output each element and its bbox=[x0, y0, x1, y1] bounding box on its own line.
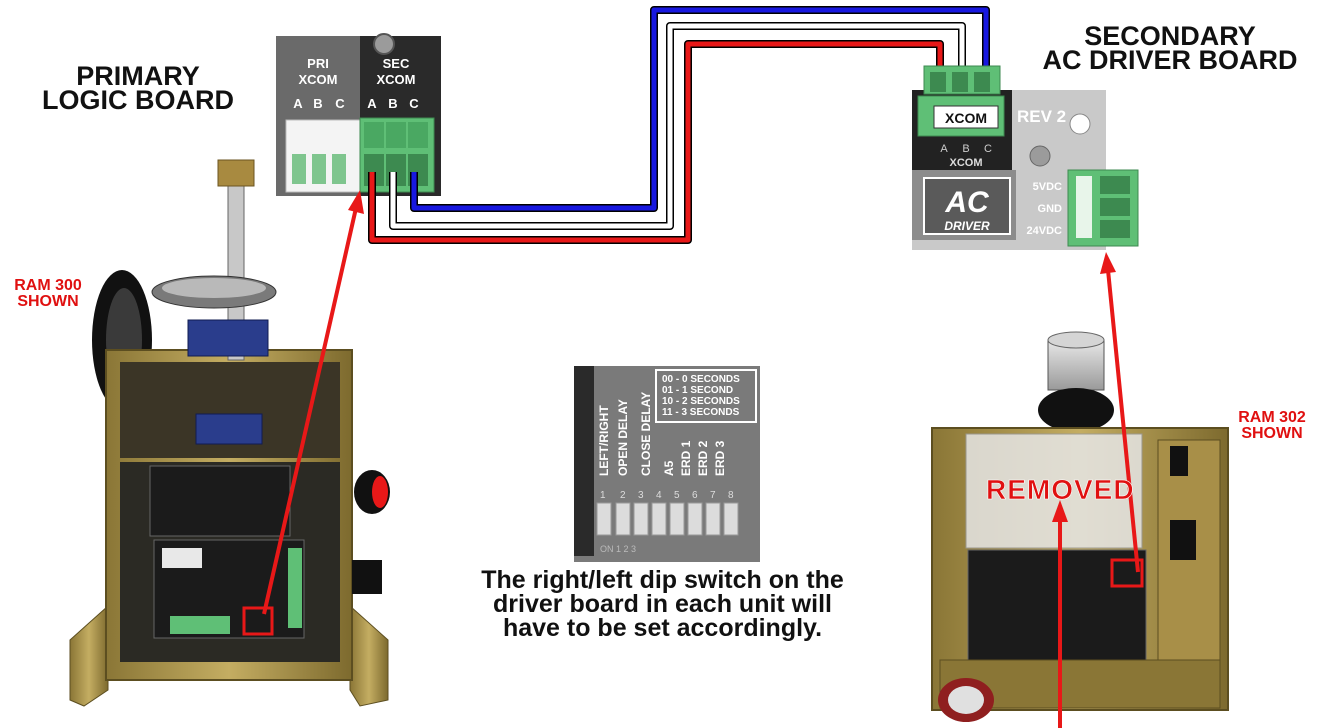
ac-driver-logo bbox=[923, 177, 1011, 235]
dip-label-erd1: ERD 1 bbox=[679, 440, 693, 476]
dip-timing-3: 11 - 3 SECONDS bbox=[662, 407, 740, 418]
label-24vdc: 24VDC bbox=[1027, 225, 1063, 237]
pri-label: PRI bbox=[307, 56, 329, 71]
dip-label-a5: A5 bbox=[662, 460, 676, 476]
dip-switch-7 bbox=[705, 502, 721, 536]
dip-label-open-delay: OPEN DELAY bbox=[616, 399, 630, 476]
screw-icon bbox=[1029, 145, 1051, 167]
secondary-board-title: SECONDARY AC DRIVER BOARD bbox=[1042, 21, 1298, 75]
dip-timing-2: 10 - 2 SECONDS bbox=[662, 396, 740, 407]
arrow-right-unit bbox=[1106, 269, 1140, 573]
dip-number: 7 bbox=[710, 490, 716, 501]
pin-label-b: B bbox=[962, 143, 969, 155]
dip-number: 2 bbox=[620, 490, 626, 501]
pin-label-b: B bbox=[313, 96, 322, 111]
primary-xcom-connector: PRI XCOM SEC XCOM A B C A B C bbox=[276, 33, 441, 196]
pin-label-a: A bbox=[293, 96, 303, 111]
logo-text-driver: DRIVER bbox=[944, 219, 990, 233]
wire-white bbox=[390, 23, 965, 229]
pin-label-c: C bbox=[984, 143, 992, 155]
dip-label-left-right: LEFT/RIGHT bbox=[597, 405, 611, 476]
pin-label-c: C bbox=[335, 96, 345, 111]
xcom-highlight-box bbox=[242, 606, 274, 636]
screw-icon bbox=[373, 33, 395, 55]
indicator-arrows bbox=[262, 190, 1140, 728]
pri-xcom-label: XCOM bbox=[299, 72, 338, 87]
dip-label-erd2: ERD 2 bbox=[696, 440, 710, 476]
xcom-bottom-label: XCOM bbox=[950, 157, 983, 169]
arrow-head-icon bbox=[1052, 500, 1068, 522]
ram302-operator-photo bbox=[931, 331, 1229, 722]
dip-number: 5 bbox=[674, 490, 680, 501]
dip-switch-2 bbox=[615, 502, 631, 536]
arrow-head-icon bbox=[1100, 252, 1116, 274]
label-gnd: GND bbox=[1038, 203, 1063, 215]
wire-red bbox=[369, 41, 943, 243]
xcom-highlight-box bbox=[1110, 558, 1144, 588]
secondary-xcom-connector: XCOM REV 2 A B C XCOM AC DRIVER 5VDC GND… bbox=[912, 65, 1139, 250]
pin-label-c: C bbox=[409, 96, 419, 111]
dip-switch-5 bbox=[669, 502, 685, 536]
dip-switch-bank bbox=[596, 502, 739, 536]
dip-switch-panel: 00 - 0 SECONDS 01 - 1 SECOND 10 - 2 SECO… bbox=[574, 366, 760, 562]
dip-number: 8 bbox=[728, 490, 734, 501]
sec-xcom-label: XCOM bbox=[377, 72, 416, 87]
removed-label: REMOVED bbox=[986, 474, 1135, 506]
dip-switch-8 bbox=[723, 502, 739, 536]
xcom-tag: XCOM bbox=[945, 110, 987, 126]
driver-board bbox=[149, 465, 291, 537]
mounting-hole-icon bbox=[1069, 113, 1091, 135]
primary-board-title: PRIMARY LOGIC BOARD bbox=[42, 61, 234, 115]
dip-switch-4 bbox=[651, 502, 667, 536]
pin-label-b: B bbox=[388, 96, 397, 111]
dip-number: 1 bbox=[600, 490, 606, 501]
xcom-cable bbox=[368, 6, 990, 244]
sec-label: SEC bbox=[383, 56, 410, 71]
dip-switch-1 bbox=[596, 502, 612, 536]
dip-timing-0: 00 - 0 SECONDS bbox=[662, 374, 740, 385]
rev-label: REV 2 bbox=[1017, 107, 1066, 126]
pin-label-a: A bbox=[367, 96, 377, 111]
ram302-label: RAM 302 SHOWN bbox=[1238, 409, 1306, 442]
arrow-left-unit bbox=[262, 207, 358, 615]
pin-label-a: A bbox=[940, 143, 948, 155]
driver-board bbox=[967, 549, 1147, 661]
dip-switch-3 bbox=[633, 502, 649, 536]
dip-switch-caption: The right/left dip switch on the driver … bbox=[481, 566, 844, 642]
label-5vdc: 5VDC bbox=[1033, 181, 1062, 193]
dip-number: 4 bbox=[656, 490, 662, 501]
removed-board-overlay bbox=[965, 433, 1143, 549]
dip-label-close-delay: CLOSE DELAY bbox=[639, 392, 653, 476]
dip-switch-6 bbox=[687, 502, 703, 536]
dip-number: 6 bbox=[692, 490, 698, 501]
dip-label-erd3: ERD 3 bbox=[713, 440, 727, 476]
dip-number: 3 bbox=[638, 490, 644, 501]
wire-blue bbox=[411, 7, 989, 211]
logo-text-ac: AC bbox=[944, 186, 990, 219]
arrow-head-icon bbox=[348, 190, 364, 214]
ram300-label: RAM 300 SHOWN bbox=[14, 277, 82, 310]
dip-timing-1: 01 - 1 SECOND bbox=[662, 385, 733, 396]
dip-bottom-text: ON 1 2 3 bbox=[600, 544, 636, 554]
ram300-operator-photo bbox=[69, 159, 390, 707]
